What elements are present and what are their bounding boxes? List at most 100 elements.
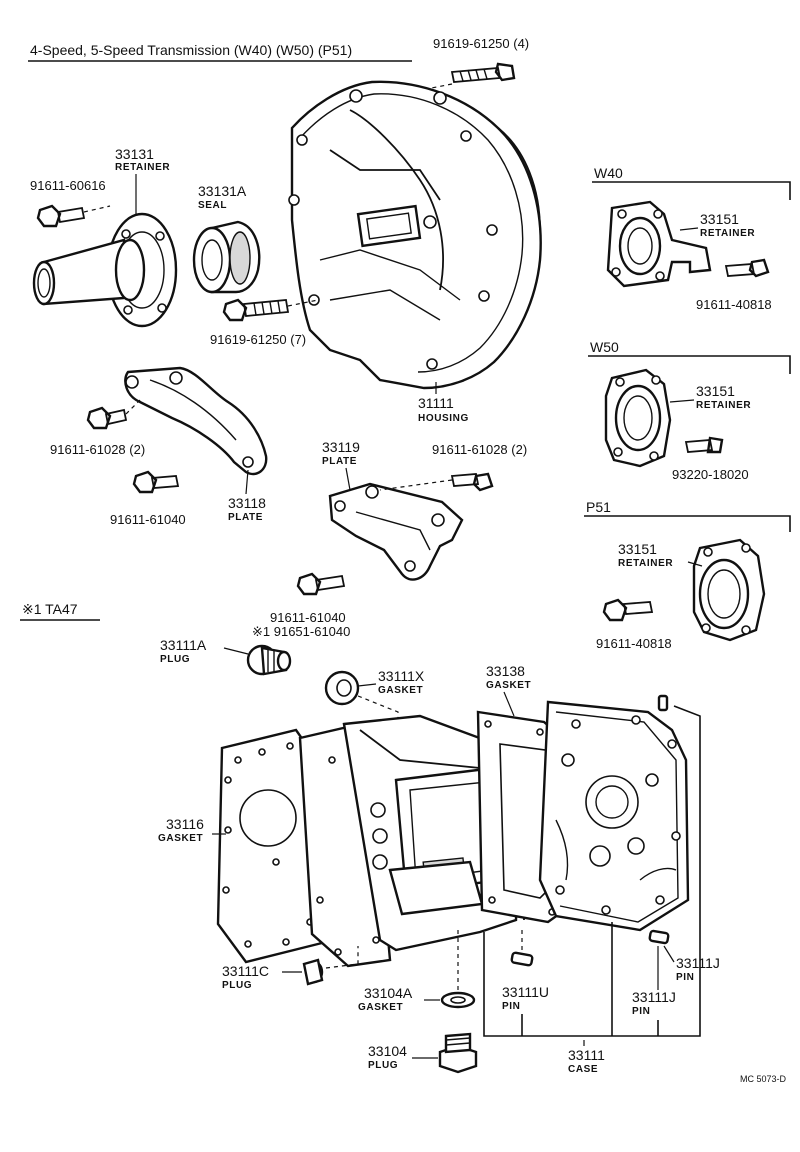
label-33118-num: 33118	[228, 495, 266, 511]
bolt-91611-61028-left	[86, 406, 128, 430]
label-33111c-num: 33111C	[222, 963, 269, 979]
p51-retainer	[692, 538, 766, 642]
label-33111u-num: 33111U	[502, 984, 549, 1000]
leader-bolt-61250-7	[287, 299, 319, 307]
label-bolt-top: 91619-61250 (4)	[433, 36, 529, 51]
leader-33138	[503, 691, 515, 717]
intermediate-plate	[538, 700, 690, 932]
bolt-91619-61250-7	[222, 298, 290, 322]
label-33104-num: 33104	[368, 1043, 407, 1059]
seal-33131a	[192, 220, 261, 294]
label-33111j-b-num: 33111J	[632, 989, 676, 1005]
label-w50-retainer-name: RETAINER	[696, 400, 751, 411]
leader-33118	[245, 469, 249, 495]
p51-bolt	[602, 598, 654, 622]
label-housing-name: HOUSING	[418, 413, 469, 424]
w50-retainer	[604, 368, 672, 468]
label-housing-num: 31111	[418, 395, 454, 411]
label-p51-bolt: 91611-40818	[596, 636, 672, 651]
gasket-33116	[216, 728, 328, 964]
group-p51-title: P51	[586, 499, 611, 515]
label-33104a-num: 33104A	[364, 985, 413, 1001]
label-bolt-61651: ※1 91651-61040	[252, 624, 350, 639]
group-w50-bracket	[588, 355, 791, 374]
pin-33111j-lower	[648, 929, 670, 945]
label-33138-num: 33138	[486, 663, 525, 679]
label-33104a-name: GASKET	[358, 1002, 403, 1013]
label-33119-name: PLATE	[322, 456, 357, 467]
transmission-housing	[288, 80, 542, 390]
plate-33118	[124, 366, 268, 476]
label-33111j-a-num: 33111J	[676, 955, 720, 971]
label-33131-name: RETAINER	[115, 162, 170, 173]
plate-33119	[328, 482, 464, 581]
case-bracket	[483, 705, 701, 1037]
label-bolt-61028-left: 91611-61028 (2)	[50, 442, 145, 457]
leader-p51-retainer	[687, 561, 703, 567]
label-33116-name: GASKET	[158, 833, 203, 844]
group-w40-title: W40	[594, 165, 623, 181]
label-case-num: 33111	[568, 1047, 605, 1063]
leader-w50-retainer	[669, 399, 695, 403]
group-p51-bracket	[584, 515, 791, 532]
w40-retainer	[606, 200, 712, 288]
label-p51-retainer-name: RETAINER	[618, 558, 673, 569]
label-bolt-60616: 91611-60616	[30, 178, 106, 193]
label-33131-num: 33131	[115, 146, 154, 162]
transmission-case	[298, 714, 525, 968]
label-33111u-name: PIN	[502, 1001, 520, 1012]
label-33111a-name: PLUG	[160, 654, 190, 665]
footer-code: MC 5073-D	[740, 1074, 787, 1084]
label-bolt-61250-7: 91619-61250 (7)	[210, 332, 306, 347]
bolt-91611-60616	[36, 204, 86, 228]
label-33118-name: PLATE	[228, 512, 263, 523]
label-33111x-num: 33111X	[378, 668, 425, 684]
label-33111x-name: GASKET	[378, 685, 423, 696]
label-p51-retainer-num: 33151	[618, 541, 657, 557]
label-w50-bolt: 93220-18020	[672, 467, 749, 482]
leader-bolt-60616	[83, 205, 111, 213]
pin-33111u	[510, 951, 534, 967]
leader-33119	[345, 467, 351, 491]
label-33111j-a-name: PIN	[676, 972, 694, 983]
label-bolt-61040-left: 91611-61040	[110, 512, 186, 527]
w50-bolt	[684, 436, 724, 454]
label-w40-retainer-name: RETAINER	[700, 228, 755, 239]
label-33111a-num: 33111A	[160, 637, 207, 653]
gasket-33104a	[440, 991, 476, 1009]
leader-33111x	[357, 683, 377, 687]
plug-33111a	[246, 644, 292, 676]
label-case-name: CASE	[568, 1064, 598, 1075]
label-33138-name: GASKET	[486, 680, 531, 691]
label-33131a-num: 33131A	[198, 183, 247, 199]
bolt-91611-61040-left	[132, 470, 180, 494]
group-w50-title: W50	[590, 339, 619, 355]
diagram-title: 4-Speed, 5-Speed Transmission (W40) (W50…	[30, 42, 352, 58]
group-w40-bracket	[592, 181, 791, 200]
leader-33111x-dash	[357, 695, 399, 728]
label-33119-num: 33119	[322, 439, 360, 455]
bolt-91611-61028-right	[450, 472, 494, 492]
label-w50-retainer-num: 33151	[696, 383, 735, 399]
leader-bolt-61028-left	[125, 399, 141, 415]
label-33116-num: 33116	[166, 816, 204, 832]
dowel-pin-top	[657, 694, 669, 712]
plug-33111c	[302, 958, 324, 986]
plug-33104	[438, 1032, 478, 1074]
label-w40-retainer-num: 33151	[700, 211, 739, 227]
label-33131a-name: SEAL	[198, 200, 227, 211]
gasket-33111x	[324, 670, 360, 706]
label-bolt-61040-mid: 91611-61040	[270, 610, 346, 625]
label-33104-name: PLUG	[368, 1060, 398, 1071]
leader-33111a	[223, 647, 249, 655]
label-33111c-name: PLUG	[222, 980, 252, 991]
bolt-91611-61040-mid	[296, 572, 346, 596]
label-w40-bolt: 91611-40818	[696, 297, 772, 312]
group-ta47-title: ※1 TA47	[22, 601, 78, 617]
label-bolt-61028-right: 91611-61028 (2)	[432, 442, 527, 457]
label-33111j-b-name: PIN	[632, 1006, 650, 1017]
leader-33111c-dash	[325, 946, 359, 969]
input-retainer-33131	[32, 212, 178, 328]
bolt-91619-61250-top	[450, 62, 516, 83]
